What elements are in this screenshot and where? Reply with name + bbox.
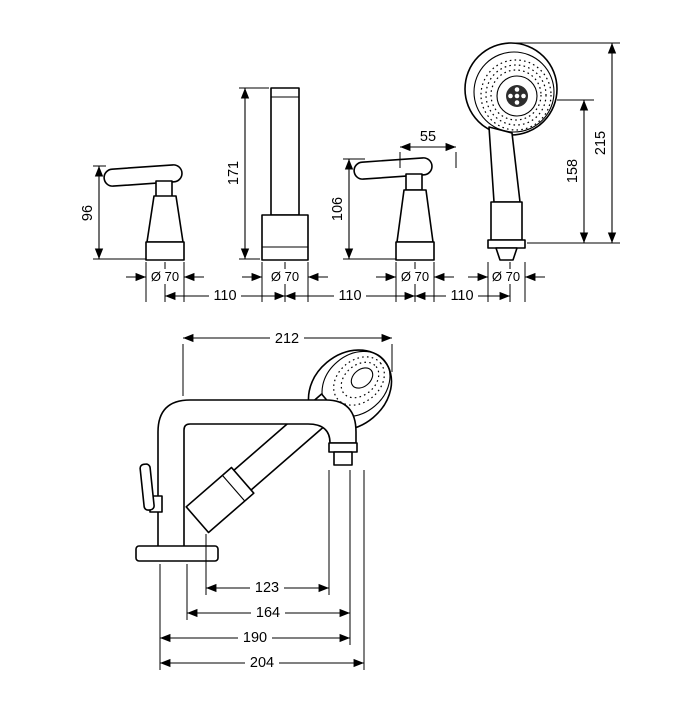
dim-shower-height: 158 (527, 99, 620, 244)
top-view: 96 171 55 106 158 (80, 42, 620, 304)
dim-label-96: 96 (80, 205, 96, 221)
dim-handle-right-height: 106 (330, 158, 396, 260)
hand-shower (464, 42, 558, 261)
spout-column (261, 87, 309, 261)
aerator-tip (333, 451, 353, 466)
dim-diameters: Ø 70 Ø 70 Ø 70 Ø 70 (126, 269, 545, 284)
dim-label-spacing-2: 110 (338, 288, 361, 304)
dim-label-106: 106 (330, 197, 346, 221)
side-spout (157, 399, 358, 549)
dim-label-212: 212 (275, 331, 299, 347)
dim-overall-width: 212 (182, 331, 393, 396)
dim-label-171: 171 (226, 161, 242, 185)
bottom-extension-lines (159, 470, 365, 670)
dim-label-164: 164 (256, 605, 280, 621)
escutcheon-plate (135, 545, 219, 562)
dim-spacings: 110 110 110 (165, 288, 510, 304)
dim-label-215: 215 (593, 131, 609, 155)
dim-label-dia-shower: Ø 70 (492, 269, 520, 284)
dim-stacked-widths: 123 164 190 204 (160, 580, 364, 671)
side-shower-holder (185, 466, 255, 534)
lever-handle-right (353, 157, 435, 261)
dim-label-dia-handle-left: Ø 70 (151, 269, 179, 284)
base-extension-lines (145, 262, 526, 302)
dim-label-55: 55 (420, 129, 436, 145)
dim-spout-height: 171 (226, 87, 269, 260)
dim-label-dia-handle-right: Ø 70 (401, 269, 429, 284)
lever-handle-left (103, 164, 185, 261)
dim-label-158: 158 (565, 159, 581, 183)
dim-handle-left-height: 96 (80, 165, 146, 260)
side-view: 212 123 164 190 204 (135, 331, 393, 671)
dim-label-190: 190 (243, 630, 267, 646)
dim-handle-right-top-width: 55 (399, 129, 457, 168)
side-control-lever (139, 463, 163, 513)
dim-label-dia-spout: Ø 70 (271, 269, 299, 284)
dim-label-123: 123 (255, 580, 279, 596)
dim-label-spacing-3: 110 (450, 288, 473, 304)
dim-label-spacing-1: 110 (213, 288, 236, 304)
dim-shower-total-height: 215 (513, 42, 620, 243)
dim-label-204: 204 (250, 655, 274, 671)
aerator-flange (328, 442, 358, 453)
